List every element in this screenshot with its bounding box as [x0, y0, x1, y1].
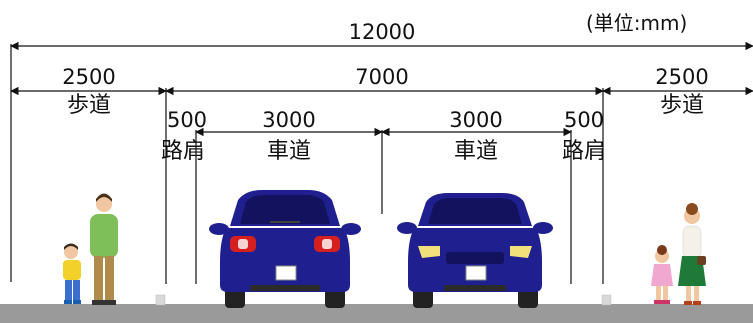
sidewalk-left-name-label: 歩道 [66, 93, 112, 118]
shoulder-left-name-label: 路肩 [160, 139, 206, 164]
lane-left-width-label: 3000 [262, 108, 316, 132]
lane-left-name-label: 車道 [266, 139, 312, 164]
total-width-label: 12000 [348, 20, 416, 44]
curb-left [155, 294, 166, 306]
pedestrian-child-boy [63, 243, 81, 304]
unit-label: (単位:mm) [586, 11, 688, 35]
car-front-view [397, 193, 553, 308]
car-rear-view [209, 190, 361, 308]
sidewalk-right-width-label: 2500 [655, 65, 709, 89]
shoulder-right-width-label: 500 [563, 108, 605, 132]
shoulder-right-name-label: 路肩 [561, 139, 607, 164]
shoulder-left-width-label: 500 [166, 108, 208, 132]
pedestrian-adult-man [90, 193, 118, 305]
lane-right-width-label: 3000 [449, 108, 503, 132]
carriageway-width-label: 7000 [355, 65, 409, 89]
sidewalk-right-name-label: 歩道 [659, 93, 705, 118]
curb-right [601, 294, 612, 306]
boundary-lines [10, 44, 604, 284]
pedestrian-child-girl [651, 245, 673, 304]
lane-right-name-label: 車道 [453, 139, 499, 164]
road-surface [0, 304, 753, 323]
sidewalk-left-width-label: 2500 [62, 65, 116, 89]
pedestrian-woman [678, 203, 706, 305]
